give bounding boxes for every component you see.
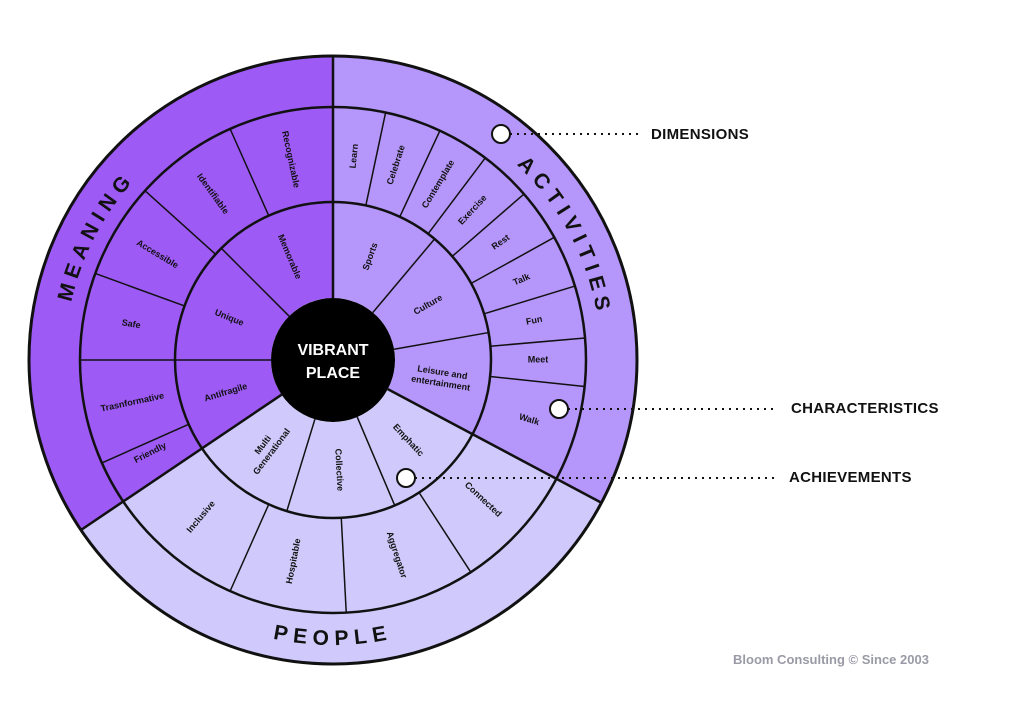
dimensions-marker	[491, 124, 511, 144]
meaning-achievements-band	[175, 202, 333, 449]
activities-achievement-divider	[393, 331, 489, 350]
activities-characteristic-divider	[490, 375, 585, 388]
meaning-dimension-band	[29, 56, 333, 530]
achievements-marker	[396, 468, 416, 488]
activities-characteristic-divider	[490, 337, 586, 347]
wheel-sectors	[29, 56, 638, 665]
people-characteristic-divider	[418, 492, 472, 573]
center-label-line1: VIBRANT	[297, 342, 368, 359]
center-disc	[271, 298, 395, 422]
people-achievement-divider	[286, 419, 316, 512]
people-characteristic-divider	[340, 517, 347, 613]
sector-boundary	[387, 388, 603, 504]
activities-characteristic-1: Learn	[348, 143, 361, 168]
activities-dimension-band	[333, 56, 638, 503]
meaning-characteristic-divider	[95, 272, 185, 307]
people-achievement-divider	[356, 416, 396, 506]
activities-achievement-divider	[372, 238, 436, 313]
people-dimension-band	[80, 478, 602, 665]
characteristics-marker	[549, 399, 569, 419]
meaning-characteristic-4: Safe	[121, 317, 141, 330]
activities-characteristics-band	[333, 107, 586, 479]
legend-markers	[396, 124, 778, 488]
activities-achievements-band	[333, 202, 491, 435]
people-achievement-2: Collective	[333, 448, 345, 491]
legend-characteristics: CHARACTERISTICS	[791, 400, 939, 417]
wheel-dividers	[27, 54, 639, 666]
meaning-achievement-divider	[220, 247, 290, 317]
meaning-characteristic-divider	[229, 128, 270, 216]
legend-achievements: ACHIEVEMENTS	[789, 469, 912, 486]
activities-characteristic-divider	[427, 157, 486, 235]
meaning-characteristic-divider	[144, 190, 217, 255]
activities-characteristic-7: Fun	[525, 314, 543, 327]
meaning-characteristics-band	[80, 107, 333, 502]
activities-characteristic-divider	[365, 112, 387, 206]
people-characteristics-band	[123, 434, 557, 614]
activities-characteristic-divider	[470, 236, 555, 285]
legend-dimensions: DIMENSIONS	[651, 126, 750, 143]
center-label-line2: PLACE	[306, 365, 361, 382]
sector-boundary	[80, 393, 283, 532]
activities-characteristic-divider	[483, 285, 576, 315]
meaning-characteristic-divider	[101, 423, 189, 464]
people-characteristic-divider	[229, 504, 270, 592]
activities-characteristic-divider	[399, 130, 441, 218]
activities-characteristic-8: Meet	[528, 354, 549, 364]
activities-characteristic-divider	[451, 193, 525, 257]
credit-text: Bloom Consulting © Since 2003	[733, 652, 929, 667]
